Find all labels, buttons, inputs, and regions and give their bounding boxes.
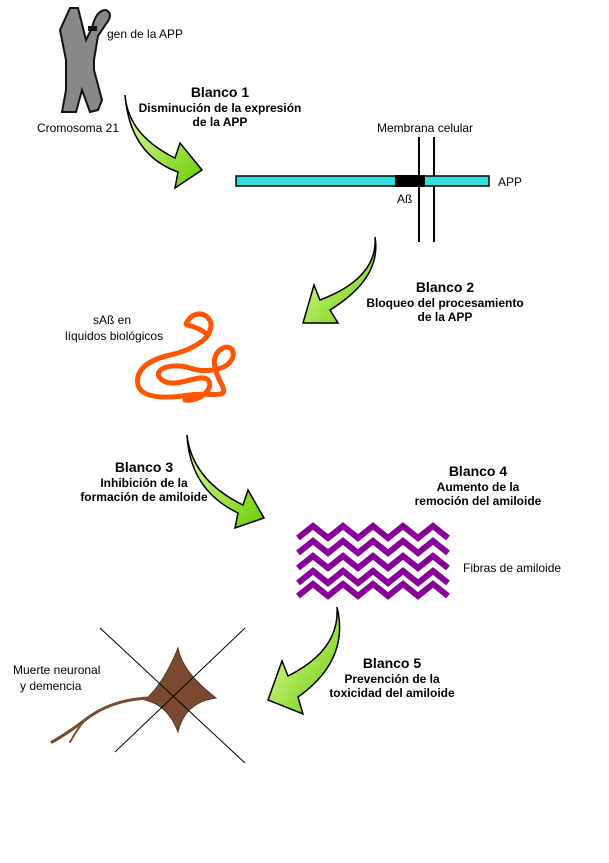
app-membrane-diagram: [235, 137, 490, 242]
target-5-title: Blanco 5: [362, 655, 422, 671]
target-2-line-2: de la APP: [417, 310, 473, 324]
target-2-title: Blanco 2: [415, 279, 475, 295]
target-1-title: Blanco 1: [190, 84, 250, 100]
target-4-title: Blanco 4: [448, 463, 508, 479]
target-3-line-1: Inhibición de la: [100, 476, 188, 490]
dead-neuron-icon: [50, 627, 246, 764]
target-1-line-1: Disminución de la expresión: [138, 101, 302, 115]
abeta-label: Aß: [397, 192, 413, 206]
target-5-line-1: Prevención de la: [344, 672, 440, 686]
target-2-line-1: Bloqueo del procesamiento: [366, 296, 524, 310]
target-3-title: Blanco 3: [114, 459, 174, 475]
arrow-target-1: [124, 94, 204, 190]
target-5-line-2: toxicidad del amiloide: [329, 686, 455, 700]
chromosome-21-icon: [58, 7, 111, 114]
soluble-abeta-squiggle: [135, 311, 236, 403]
target-4-label: Blanco 4 Aumento de la remoción del amil…: [388, 463, 568, 508]
target-1-line-2: de la APP: [192, 115, 248, 129]
target-3-line-2: formación de amiloide: [80, 490, 208, 504]
app-bar: [235, 175, 490, 187]
target-2-label: Blanco 2 Bloqueo del procesamiento de la…: [355, 279, 535, 324]
cross-line-2: [114, 627, 246, 753]
chromosome-label: Cromosoma 21: [37, 121, 120, 135]
target-4-line-2: remoción del amiloide: [414, 494, 542, 508]
amyloid-fibrils: [296, 522, 450, 600]
target-4-line-1: Aumento de la: [436, 480, 520, 494]
abeta-segment: [395, 175, 425, 187]
app-label: APP: [498, 175, 523, 189]
cross-line-1: [99, 627, 246, 764]
target-5-label: Blanco 5 Prevención de la toxicidad del …: [302, 655, 482, 700]
soluble-abeta-label-1: sAß en: [93, 313, 132, 327]
arrow-target-5: [267, 606, 341, 716]
arrow-target-2: [302, 236, 377, 324]
neuron-death-label-1: Muerte neuronal: [13, 663, 101, 677]
target-1-label: Blanco 1 Disminución de la expresión de …: [130, 84, 310, 129]
neuron-death-label-2: y demencia: [20, 679, 82, 693]
target-3-label: Blanco 3 Inhibición de la formación de a…: [54, 459, 234, 504]
arrow-target-3: [186, 434, 266, 530]
membrane-label: Membrana celular: [377, 121, 474, 135]
gene-label: gen de la APP: [107, 27, 184, 41]
soluble-abeta-label-2: líquidos biológicos: [65, 329, 164, 343]
fibrils-label: Fibras de amiloide: [463, 561, 562, 575]
